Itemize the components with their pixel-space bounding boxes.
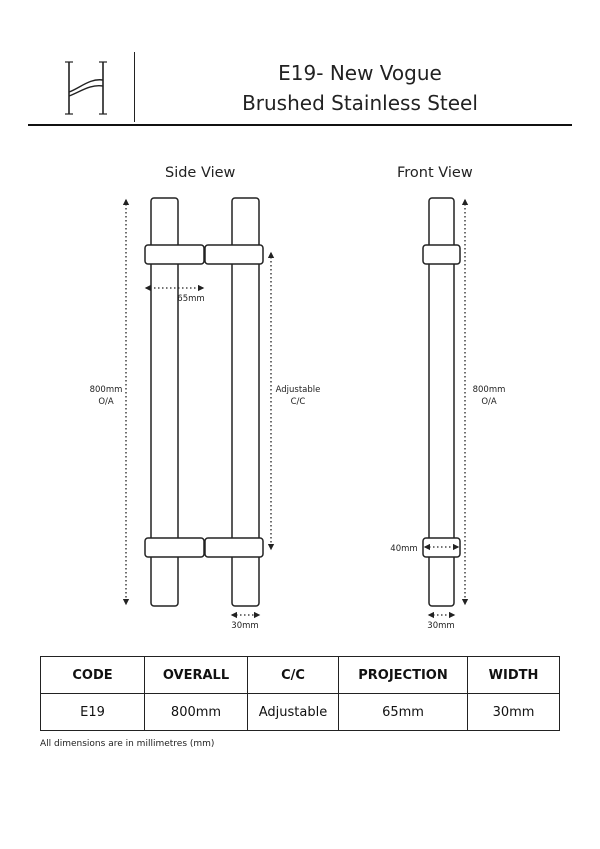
projection-label: 65mm	[177, 294, 204, 304]
cc-label-line2: C/C	[291, 397, 306, 407]
header-overall: OVERALL	[144, 656, 248, 694]
side-bar-right	[231, 197, 260, 607]
header-width: WIDTH	[467, 656, 560, 694]
cell-overall: 800mm	[144, 693, 248, 731]
cell-projection: 65mm	[338, 693, 468, 731]
front-overall-label: 800mm	[473, 385, 506, 395]
front-standoff-top	[422, 244, 461, 265]
header-cc: C/C	[247, 656, 339, 694]
spec-table: CODE OVERALL C/C PROJECTION WIDTH E19 80…	[40, 656, 560, 731]
header-code: CODE	[40, 656, 145, 694]
cc-label-line1: Adjustable	[276, 385, 321, 395]
side-standoff-bottom-left	[144, 537, 205, 558]
spec-table-header-row: CODE OVERALL C/C PROJECTION WIDTH	[40, 656, 560, 694]
cell-code: E19	[40, 693, 145, 731]
side-standoff-bottom-right	[204, 537, 264, 558]
side-standoff-top-right	[204, 244, 264, 265]
header-divider	[134, 52, 135, 122]
side-overall-label: 800mm	[90, 385, 123, 395]
side-overall-suffix: O/A	[98, 397, 114, 407]
table-row: E19 800mm Adjustable 65mm 30mm	[40, 693, 560, 731]
side-width-label: 30mm	[231, 621, 258, 631]
foot-label: 40mm	[390, 544, 417, 554]
footnote: All dimensions are in millimetres (mm)	[40, 739, 215, 749]
header-projection: PROJECTION	[338, 656, 468, 694]
cell-cc: Adjustable	[247, 693, 339, 731]
cell-width: 30mm	[467, 693, 560, 731]
front-bar	[428, 197, 455, 607]
side-bar-left	[150, 197, 179, 607]
front-view-label: Front View	[397, 165, 473, 181]
side-view-label: Side View	[165, 165, 236, 181]
technical-drawing: 800mm O/A 65mm Adjustable C/C 30mm 800mm…	[90, 197, 506, 631]
side-standoff-top-left	[144, 244, 205, 265]
front-view: 800mm O/A 40mm 30mm	[390, 197, 506, 631]
side-view: 800mm O/A 65mm Adjustable C/C 30mm	[90, 197, 321, 631]
h-monogram-icon	[65, 61, 107, 115]
front-overall-suffix: O/A	[481, 397, 497, 407]
product-finish: Brushed Stainless Steel	[242, 91, 478, 115]
header-rule	[28, 124, 572, 126]
front-width-label: 30mm	[427, 621, 454, 631]
product-title: E19- New Vogue	[278, 61, 442, 85]
